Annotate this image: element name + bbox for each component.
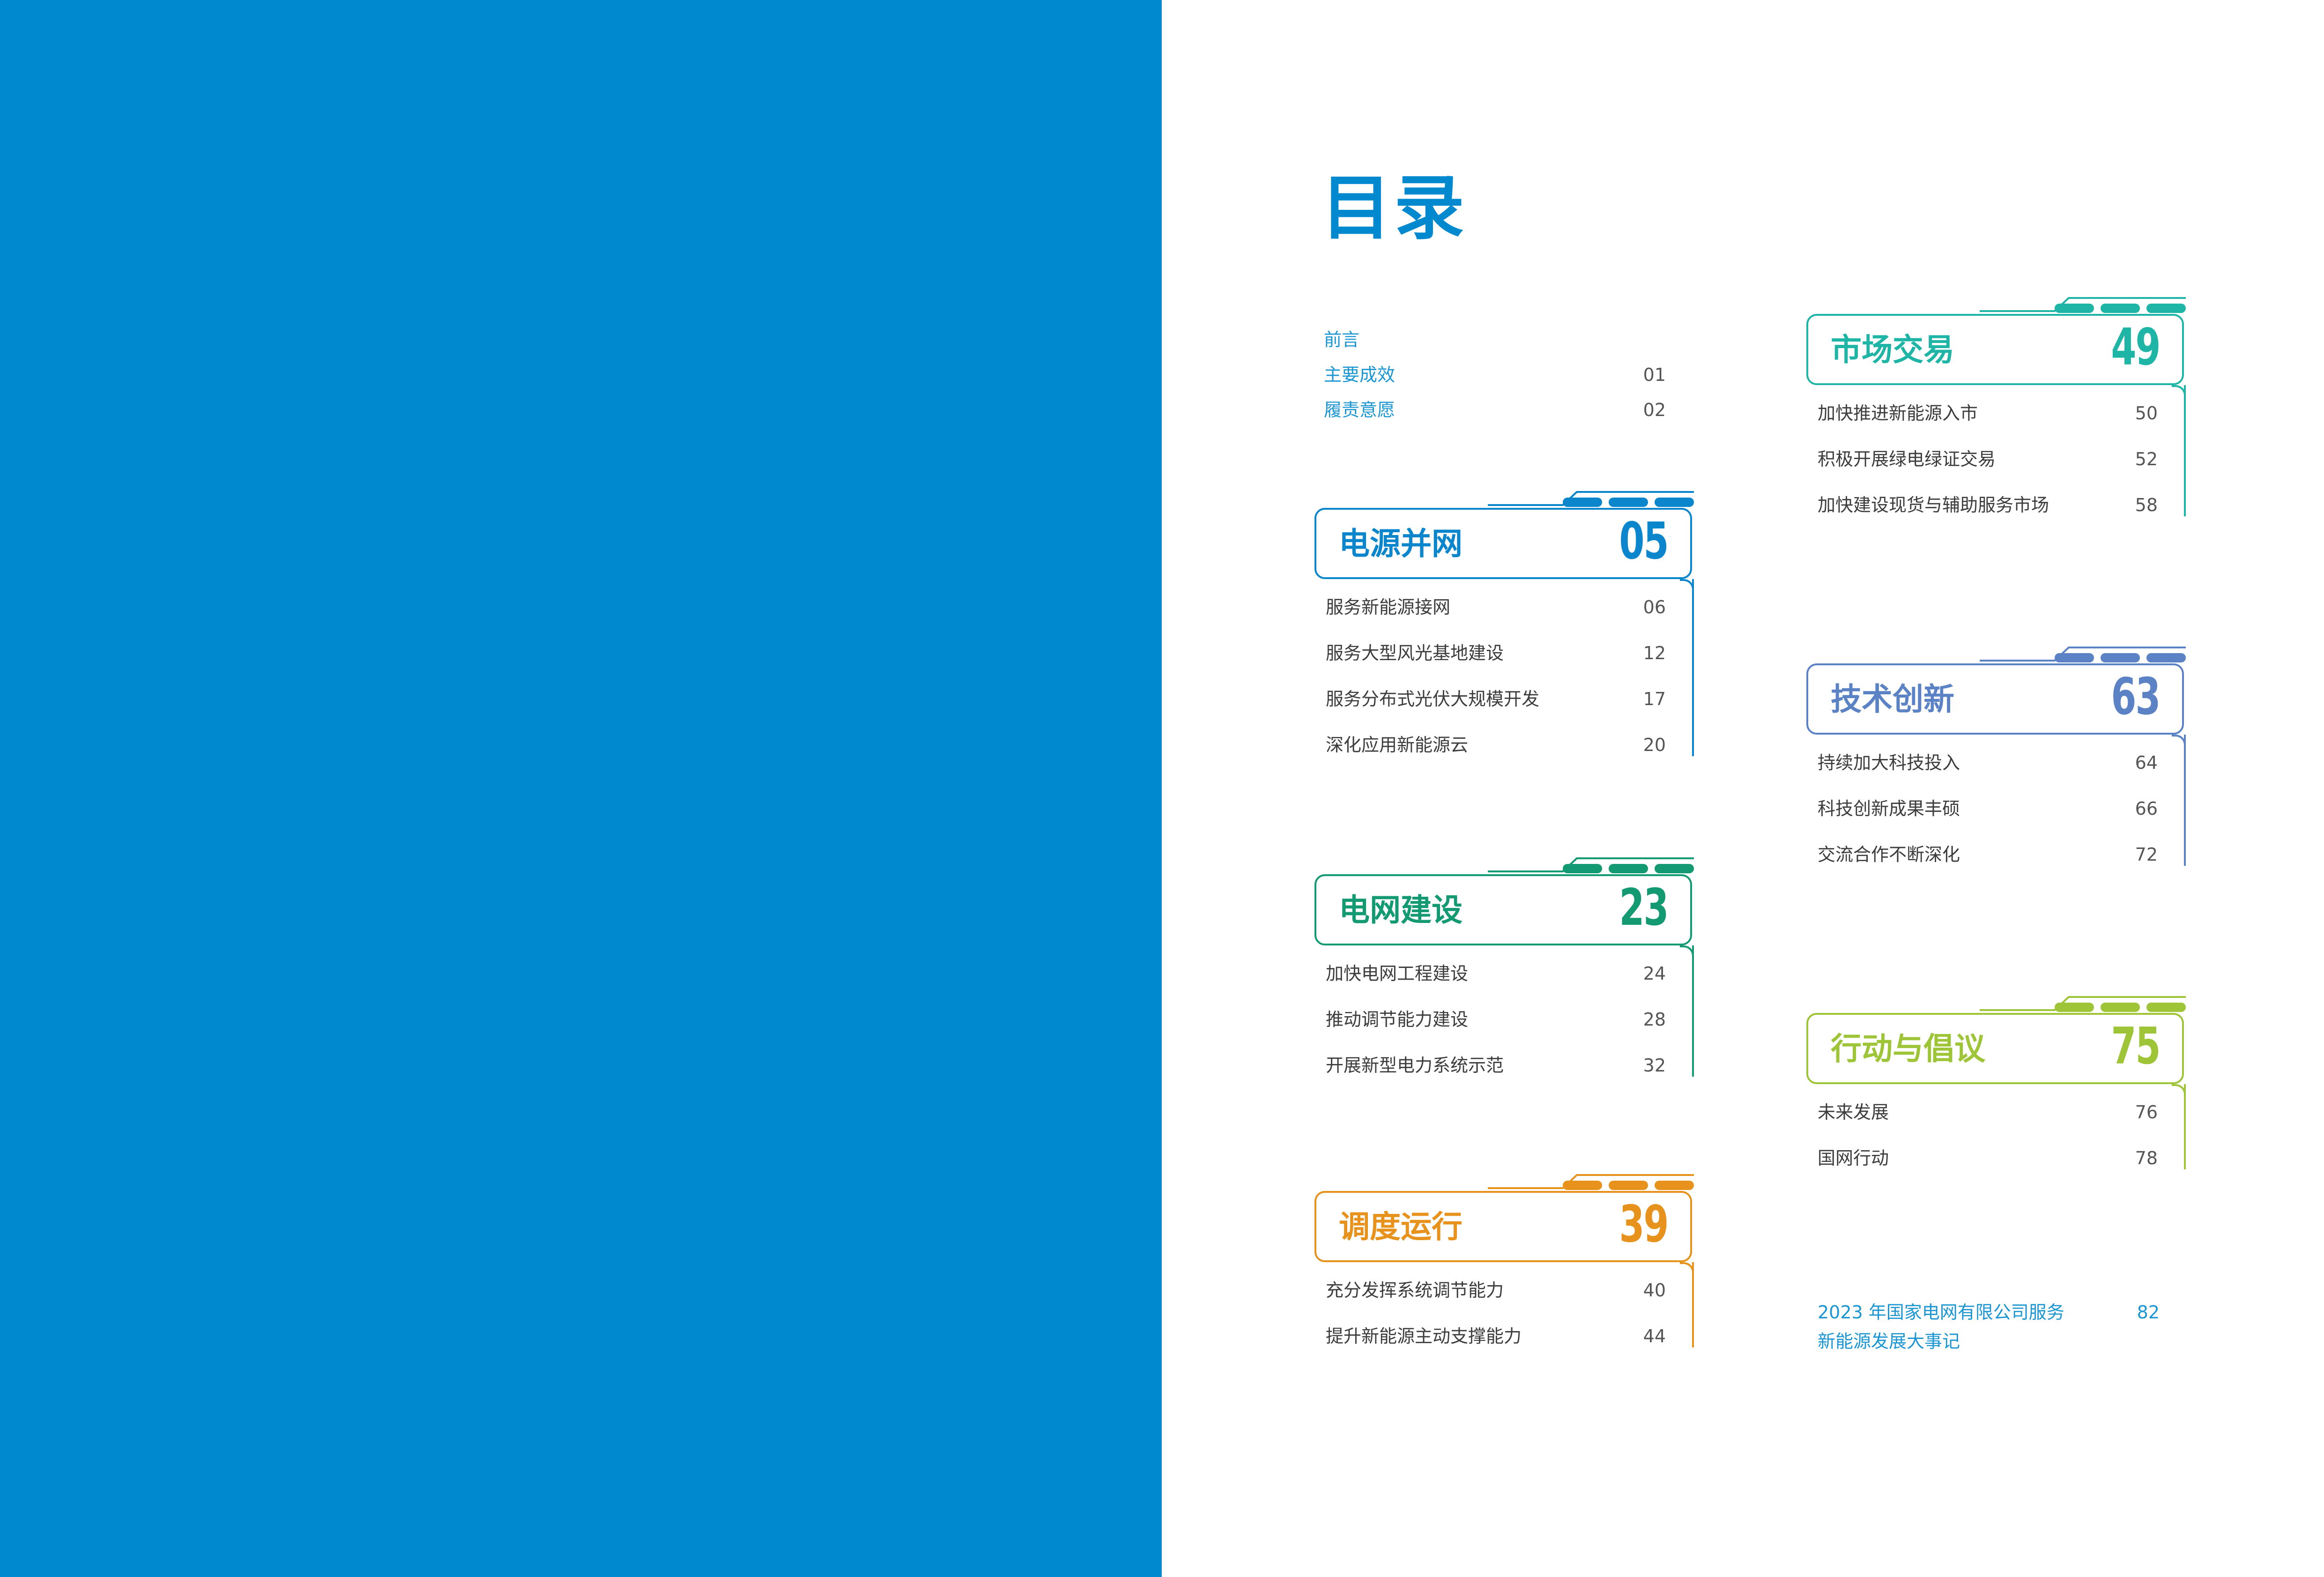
entry-title: 加快推进新能源入市 bbox=[1818, 403, 1978, 424]
section-dash-decoration bbox=[1980, 996, 2186, 1012]
section-items: 加快电网工程建设 24 推动调节能力建设 28 开展新型电力系统示范 32 bbox=[1326, 945, 1694, 1077]
toc-entry[interactable]: 国网行动 78 bbox=[1818, 1123, 2184, 1169]
section-header[interactable]: 调度运行 39 bbox=[1314, 1191, 1692, 1262]
section-name: 市场交易 bbox=[1831, 332, 1954, 368]
entry-title: 服务分布式光伏大规模开发 bbox=[1326, 689, 1540, 709]
entry-page: 76 bbox=[2135, 1102, 2158, 1123]
entry-page: 01 bbox=[1643, 364, 1666, 385]
entry-page: 17 bbox=[1643, 689, 1666, 709]
entry-page: 20 bbox=[1643, 735, 1666, 755]
toc-entry[interactable]: 服务大型风光基地建设 12 bbox=[1326, 618, 1692, 664]
toc-entry[interactable]: 履责意愿 02 bbox=[1324, 398, 1666, 433]
entry-title: 主要成效 bbox=[1324, 364, 1396, 385]
cover-color-panel bbox=[0, 0, 1162, 1577]
entry-title: 未来发展 bbox=[1818, 1102, 1889, 1123]
toc-entry[interactable]: 深化应用新能源云 20 bbox=[1326, 710, 1692, 756]
section-dash-decoration bbox=[1488, 857, 1694, 873]
entry-title: 提升新能源主动支撑能力 bbox=[1326, 1326, 1522, 1346]
section-page-number: 75 bbox=[2111, 1017, 2161, 1076]
entry-page: 12 bbox=[1643, 643, 1666, 663]
section-items: 未来发展 76 国网行动 78 bbox=[1818, 1084, 2186, 1169]
section-page-number: 39 bbox=[1619, 1195, 1669, 1254]
section-items: 加快推进新能源入市 50 积极开展绿电绿证交易 52 加快建设现货与辅助服务市场 58 bbox=[1818, 385, 2186, 516]
entry-title: 服务新能源接网 bbox=[1326, 597, 1451, 617]
toc-entry[interactable]: 加快推进新能源入市 50 bbox=[1818, 385, 2184, 424]
entry-page: 66 bbox=[2135, 798, 2158, 819]
appendix-title-line1: 2023 年国家电网有限公司服务 bbox=[1818, 1302, 2064, 1323]
section-header[interactable]: 市场交易 49 bbox=[1806, 314, 2184, 385]
toc-entry[interactable]: 前言 bbox=[1324, 328, 1666, 363]
entry-title: 加快建设现货与辅助服务市场 bbox=[1818, 495, 2049, 515]
entry-page: 64 bbox=[2135, 752, 2158, 773]
appendix-entry[interactable]: 2023 年国家电网有限公司服务 新能源发展大事记 82 bbox=[1818, 1298, 2160, 1356]
entry-page: 32 bbox=[1643, 1055, 1666, 1076]
toc-entry[interactable]: 提升新能源主动支撑能力 44 bbox=[1326, 1302, 1692, 1347]
entry-page: 58 bbox=[2135, 495, 2158, 515]
section-dash-decoration bbox=[1488, 1174, 1694, 1190]
entry-title: 深化应用新能源云 bbox=[1326, 735, 1469, 755]
entry-title: 国网行动 bbox=[1818, 1148, 1889, 1168]
section-dash-decoration bbox=[1980, 647, 2186, 662]
toc-entry[interactable]: 开展新型电力系统示范 32 bbox=[1326, 1031, 1692, 1077]
section-name: 电源并网 bbox=[1339, 526, 1463, 562]
section-header[interactable]: 行动与倡议 75 bbox=[1806, 1013, 2184, 1084]
section-page-number: 63 bbox=[2111, 668, 2161, 726]
entry-page: 78 bbox=[2135, 1148, 2158, 1168]
toc-entry[interactable]: 充分发挥系统调节能力 40 bbox=[1326, 1262, 1692, 1302]
section-items: 服务新能源接网 06 服务大型风光基地建设 12 服务分布式光伏大规模开发 17 深化… bbox=[1326, 579, 1694, 756]
entry-page: 02 bbox=[1643, 400, 1666, 420]
toc-entry[interactable]: 服务分布式光伏大规模开发 17 bbox=[1326, 664, 1692, 710]
toc-entry[interactable]: 推动调节能力建设 28 bbox=[1326, 985, 1692, 1031]
entry-page: 06 bbox=[1643, 597, 1666, 617]
page-title: 目录 bbox=[1321, 168, 1468, 249]
toc-entry[interactable]: 持续加大科技投入 64 bbox=[1818, 735, 2184, 774]
section-page-number: 05 bbox=[1619, 512, 1669, 571]
toc-entry[interactable]: 主要成效 01 bbox=[1324, 363, 1666, 398]
entry-title: 加快电网工程建设 bbox=[1326, 963, 1469, 984]
section-dash-decoration bbox=[1980, 297, 2186, 313]
entry-title: 推动调节能力建设 bbox=[1326, 1009, 1469, 1030]
entry-title: 科技创新成果丰硕 bbox=[1818, 798, 1960, 819]
toc-entry[interactable]: 加快电网工程建设 24 bbox=[1326, 945, 1692, 985]
section-header[interactable]: 电网建设 23 bbox=[1314, 874, 1692, 945]
section-name: 行动与倡议 bbox=[1831, 1031, 1985, 1067]
appendix-page: 82 bbox=[2137, 1302, 2160, 1323]
entry-title: 持续加大科技投入 bbox=[1818, 752, 1960, 773]
section-page-number: 49 bbox=[2111, 318, 2161, 377]
toc-entry[interactable]: 加快建设现货与辅助服务市场 58 bbox=[1818, 470, 2184, 516]
entry-title: 充分发挥系统调节能力 bbox=[1326, 1280, 1504, 1301]
entry-title: 积极开展绿电绿证交易 bbox=[1818, 449, 1996, 469]
front-matter-list: 前言 主要成效 01 履责意愿 02 bbox=[1324, 328, 1666, 433]
entry-title: 开展新型电力系统示范 bbox=[1326, 1055, 1504, 1076]
section-header[interactable]: 技术创新 63 bbox=[1806, 663, 2184, 735]
entry-page: 52 bbox=[2135, 449, 2158, 469]
section-name: 电网建设 bbox=[1339, 892, 1463, 928]
entry-page: 40 bbox=[1643, 1280, 1666, 1301]
toc-entry[interactable]: 未来发展 76 bbox=[1818, 1084, 2184, 1123]
section-header[interactable]: 电源并网 05 bbox=[1314, 508, 1692, 579]
section-name: 调度运行 bbox=[1339, 1209, 1463, 1245]
toc-entry[interactable]: 服务新能源接网 06 bbox=[1326, 579, 1692, 618]
toc-entry[interactable]: 交流合作不断深化 72 bbox=[1818, 820, 2184, 866]
entry-title: 履责意愿 bbox=[1324, 400, 1396, 420]
section-name: 技术创新 bbox=[1831, 681, 1954, 717]
entry-page: 50 bbox=[2135, 403, 2158, 424]
toc-entry[interactable]: 积极开展绿电绿证交易 52 bbox=[1818, 424, 2184, 470]
entry-page: 24 bbox=[1643, 963, 1666, 984]
entry-page: 72 bbox=[2135, 844, 2158, 865]
entry-title: 服务大型风光基地建设 bbox=[1326, 643, 1504, 663]
toc-entry[interactable]: 科技创新成果丰硕 66 bbox=[1818, 774, 2184, 820]
section-dash-decoration bbox=[1488, 491, 1694, 507]
entry-page: 44 bbox=[1643, 1326, 1666, 1346]
appendix-title-line2: 新能源发展大事记 bbox=[1818, 1331, 1960, 1352]
entry-title: 前言 bbox=[1324, 329, 1360, 350]
section-page-number: 23 bbox=[1619, 878, 1669, 937]
section-items: 持续加大科技投入 64 科技创新成果丰硕 66 交流合作不断深化 72 bbox=[1818, 735, 2186, 866]
entry-title: 交流合作不断深化 bbox=[1818, 844, 1960, 865]
entry-page: 28 bbox=[1643, 1009, 1666, 1030]
section-items: 充分发挥系统调节能力 40 提升新能源主动支撑能力 44 bbox=[1326, 1262, 1694, 1347]
